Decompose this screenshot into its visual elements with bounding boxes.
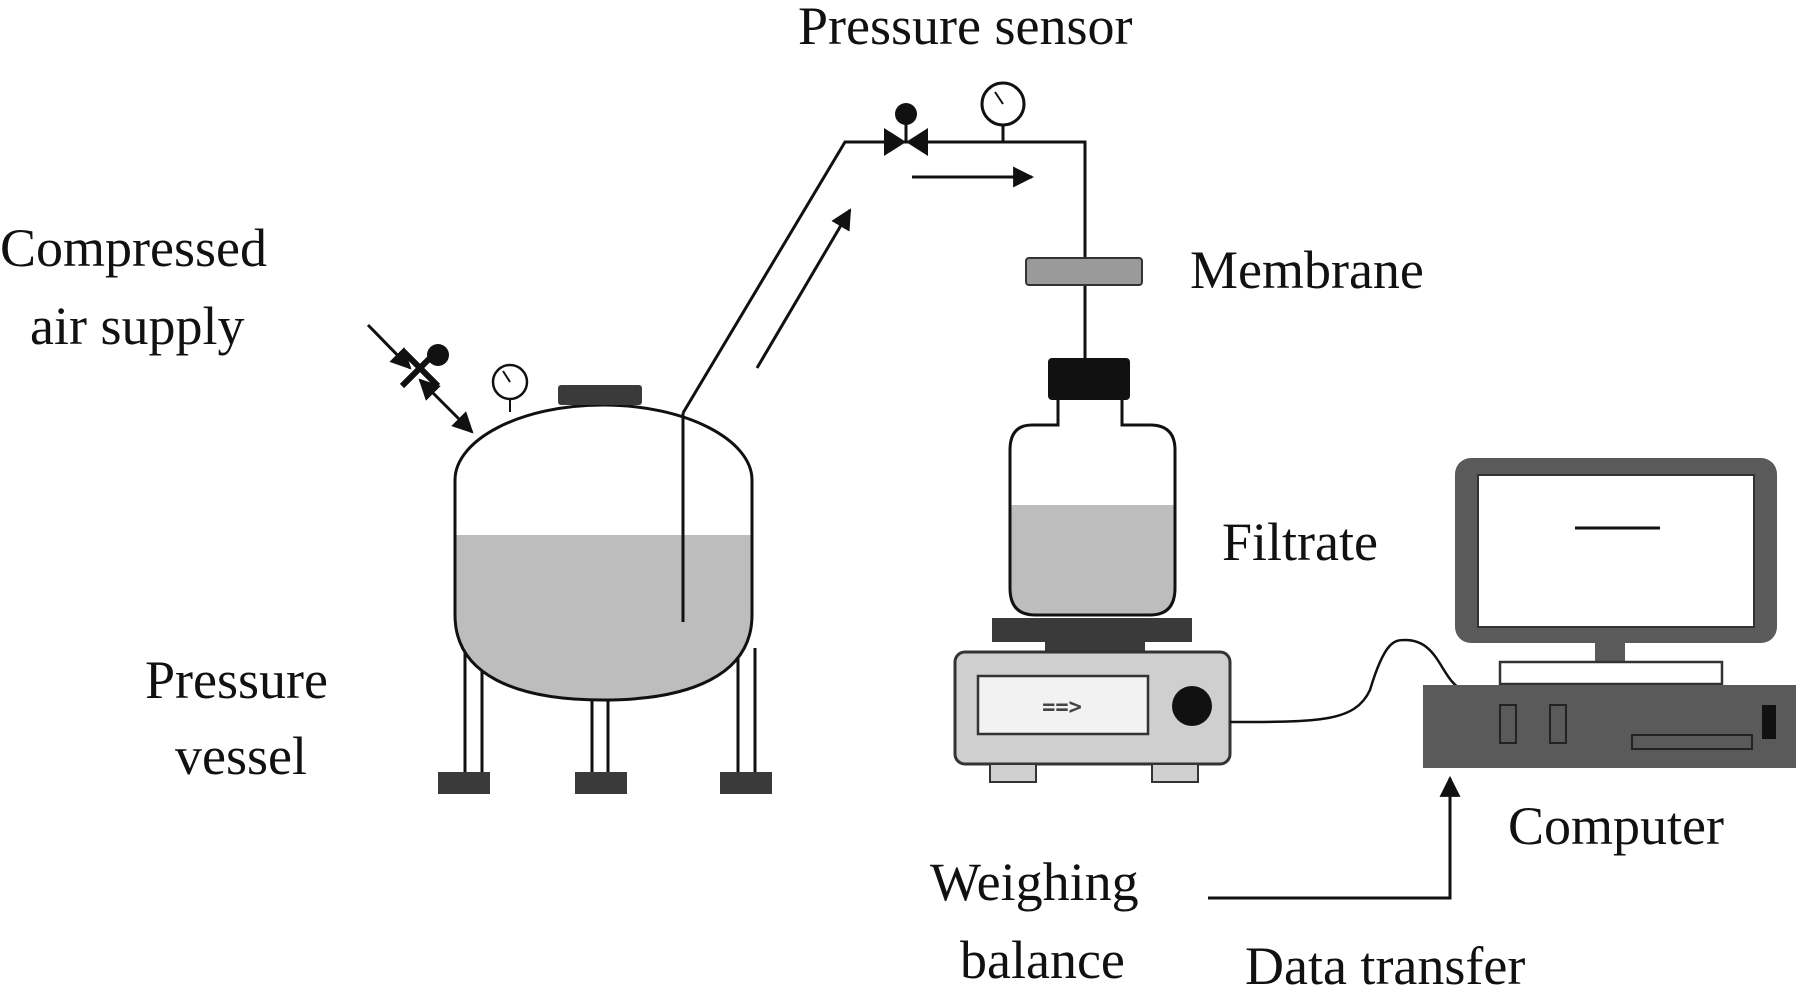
balance-foot-left [989, 763, 1037, 783]
computer [1423, 458, 1796, 768]
balance-pan [992, 618, 1192, 642]
balance-knob [1172, 686, 1212, 726]
vessel-lid [558, 385, 642, 405]
vessel-foot-middle [575, 772, 627, 794]
weighing-balance: ==> [953, 618, 1232, 783]
tower-button [1762, 705, 1776, 739]
air-inlet-valve [366, 323, 474, 434]
filtrate-bottle [1008, 358, 1177, 617]
data-transfer-label: Data transfer [1245, 936, 1526, 996]
bottle-liquid [1010, 505, 1175, 615]
filtrate-label: Filtrate [1222, 512, 1378, 572]
vessel-pressure-gauge [491, 363, 529, 412]
computer-label: Computer [1508, 796, 1724, 856]
computer-screen [1477, 474, 1755, 628]
tower-slot-1 [1499, 704, 1517, 744]
membrane-holder [1025, 257, 1143, 286]
monitor-stand [1595, 643, 1625, 663]
feed-valve [884, 103, 928, 156]
balance-display-text: ==> [1042, 695, 1082, 720]
tower-slot-2 [1549, 704, 1567, 744]
tower-drive [1631, 734, 1753, 750]
feed-pipe [681, 140, 1087, 414]
data-cable [1229, 638, 1464, 724]
pressure-vessel [438, 385, 772, 794]
monitor-base [1498, 660, 1724, 686]
compressed-air-label-line1: Compressed [0, 218, 267, 278]
vessel-body [453, 403, 754, 702]
weighing-balance-label-line2: balance [960, 930, 1125, 990]
pressure-sensor-label: Pressure sensor [798, 0, 1133, 56]
vessel-liquid [455, 535, 752, 700]
data-transfer-arrow [1208, 775, 1461, 900]
compressed-air-label-line2: air supply [30, 296, 245, 356]
vessel-foot-left [438, 772, 490, 794]
balance-display [976, 674, 1150, 736]
air-supply-double-arrow [418, 378, 474, 434]
balance-foot-right [1151, 763, 1199, 783]
weighing-balance-label-line1: Weighing [930, 852, 1139, 912]
pressure-vessel-label-line2: vessel [175, 726, 307, 786]
bottle-cap [1048, 358, 1130, 400]
air-inlet-arrow [366, 323, 412, 370]
membrane-label: Membrane [1190, 240, 1424, 300]
flow-arrow-diagonal [755, 208, 852, 369]
bottle-body [1008, 400, 1177, 617]
pressure-sensor-gauge [980, 81, 1026, 142]
computer-tower [1423, 685, 1796, 768]
pressure-vessel-label-line1: Pressure [145, 650, 328, 710]
vessel-foot-right [720, 772, 772, 794]
